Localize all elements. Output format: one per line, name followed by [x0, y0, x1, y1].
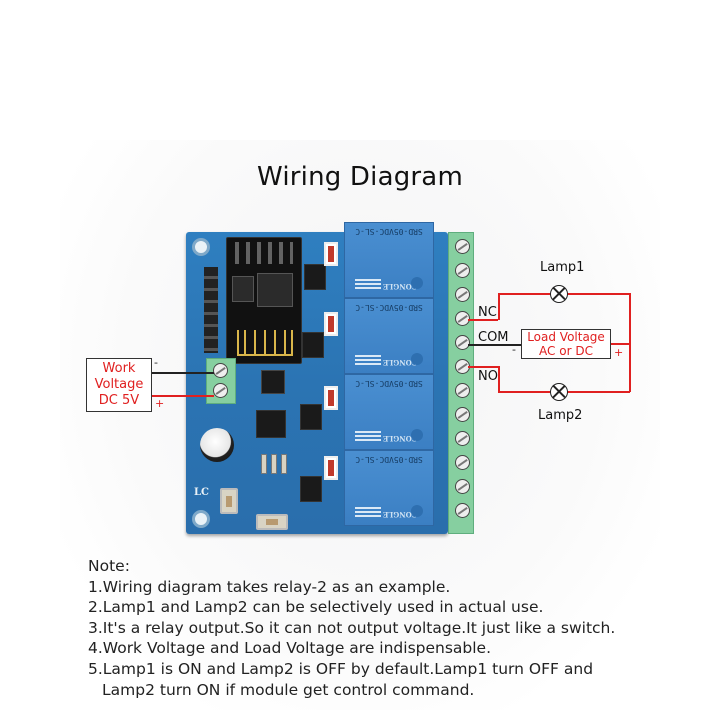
notes-heading: Note:	[88, 557, 130, 575]
mounting-hole	[192, 238, 210, 256]
flash-chip	[232, 276, 254, 302]
com-label: COM	[478, 330, 509, 345]
relay-mark	[411, 277, 423, 289]
esp-wifi-module	[226, 237, 302, 364]
terminal-screw-nc[interactable]	[455, 311, 470, 326]
terminal-screw[interactable]	[455, 455, 470, 470]
terminal-screw[interactable]	[455, 479, 470, 494]
relay-4: SRD-05VDC-SL-C SONGLE	[344, 450, 434, 526]
terminal-screw-com[interactable]	[455, 335, 470, 350]
terminal-screw[interactable]	[455, 263, 470, 278]
diagram-title: Wiring Diagram	[257, 162, 463, 192]
lamp1-icon	[550, 285, 568, 303]
terminal-screw[interactable]	[455, 431, 470, 446]
work-voltage-label: Work Voltage DC 5V	[86, 358, 152, 412]
wire-load-plus	[611, 343, 630, 345]
diode	[324, 312, 338, 336]
terminal-screw-vcc[interactable]	[213, 383, 228, 398]
work-minus-sign: -	[154, 356, 158, 369]
note-item: 2.Lamp1 and Lamp2 can be selectively use…	[88, 598, 544, 617]
wire-nc-up	[498, 293, 500, 320]
wire-return	[629, 293, 631, 392]
terminal-screw-gnd[interactable]	[213, 363, 228, 378]
note-item: 4.Work Voltage and Load Voltage are indi…	[88, 639, 492, 658]
lamp2-label: Lamp2	[538, 408, 583, 423]
relay-logo	[355, 431, 381, 441]
wire-gnd	[152, 372, 214, 374]
resistor	[261, 454, 267, 474]
esp-chip	[257, 273, 293, 307]
power-input-terminal	[206, 358, 236, 404]
jumper-p6[interactable]	[261, 370, 285, 394]
work-plus-sign: +	[155, 397, 165, 410]
load-voltage-line: AC or DC	[539, 344, 593, 358]
button-s2[interactable]	[256, 514, 288, 530]
lamp2-icon	[550, 383, 568, 401]
wire-nc	[468, 319, 498, 321]
load-minus-sign: -	[512, 343, 516, 356]
load-plus-sign: +	[614, 346, 624, 359]
note-item: 3.It's a relay output.So it can not outp…	[88, 618, 616, 637]
nc-label: NC	[478, 305, 497, 320]
resistor	[281, 454, 287, 474]
output-terminal-block	[448, 232, 474, 534]
diode	[324, 386, 338, 410]
note-item: 5.Lamp1 is ON and Lamp2 is OFF by defaul…	[88, 659, 594, 678]
mounting-hole	[192, 510, 210, 528]
diode	[324, 456, 338, 480]
optocoupler	[302, 332, 324, 358]
optocoupler	[304, 264, 326, 290]
terminal-screw[interactable]	[455, 239, 470, 254]
terminal-screw[interactable]	[455, 383, 470, 398]
work-voltage-line: Work	[102, 361, 136, 376]
terminal-screw[interactable]	[455, 503, 470, 518]
optocoupler	[300, 476, 322, 502]
note-item-continuation: Lamp2 turn ON if module get control comm…	[102, 680, 475, 699]
relay-mark	[411, 353, 423, 365]
relay-logo	[355, 355, 381, 365]
terminal-screw[interactable]	[455, 407, 470, 422]
board-label: LC	[194, 487, 209, 498]
notes-section: Note: 1.Wiring diagram takes relay-2 as …	[88, 556, 688, 700]
no-label: NO	[478, 369, 498, 384]
wire-no-down	[498, 366, 500, 391]
work-voltage-line: DC 5V	[98, 393, 140, 408]
relay-mark	[411, 429, 423, 441]
load-voltage-line: Load Voltage	[527, 330, 605, 344]
optocoupler	[300, 404, 322, 430]
work-voltage-line: Voltage	[94, 377, 144, 392]
pcb-antenna	[237, 330, 293, 356]
lamp1-label: Lamp1	[540, 260, 585, 275]
relay-logo	[355, 279, 381, 289]
esp-pins	[235, 242, 293, 264]
relay-mark	[411, 505, 423, 517]
relay-model: SRD-05VDC-SL-C	[355, 303, 423, 312]
terminal-screw[interactable]	[455, 287, 470, 302]
relay-model: SRD-05VDC-SL-C	[355, 227, 423, 236]
relay-board: LC SRD-05VDC-SL-C SONGLE SRD-05VDC-SL-C …	[186, 222, 474, 534]
relay-2: SRD-05VDC-SL-C SONGLE	[344, 298, 434, 374]
relay-logo	[355, 507, 381, 517]
load-voltage-label: Load Voltage AC or DC	[521, 329, 611, 359]
resistor	[271, 454, 277, 474]
wire-com	[468, 344, 521, 346]
relay-3: SRD-05VDC-SL-C SONGLE	[344, 374, 434, 450]
relay-model: SRD-05VDC-SL-C	[355, 379, 423, 388]
wire-vcc	[152, 395, 214, 397]
button-s1[interactable]	[220, 488, 238, 514]
diode	[324, 242, 338, 266]
relay-model: SRD-05VDC-SL-C	[355, 455, 423, 464]
wire-no	[468, 366, 498, 368]
relay-1: SRD-05VDC-SL-C SONGLE	[344, 222, 434, 298]
pin-header	[204, 267, 218, 353]
electrolytic-capacitor	[200, 428, 234, 462]
note-item: 1.Wiring diagram takes relay-2 as an exa…	[88, 577, 451, 596]
shift-register-ic	[256, 410, 286, 438]
